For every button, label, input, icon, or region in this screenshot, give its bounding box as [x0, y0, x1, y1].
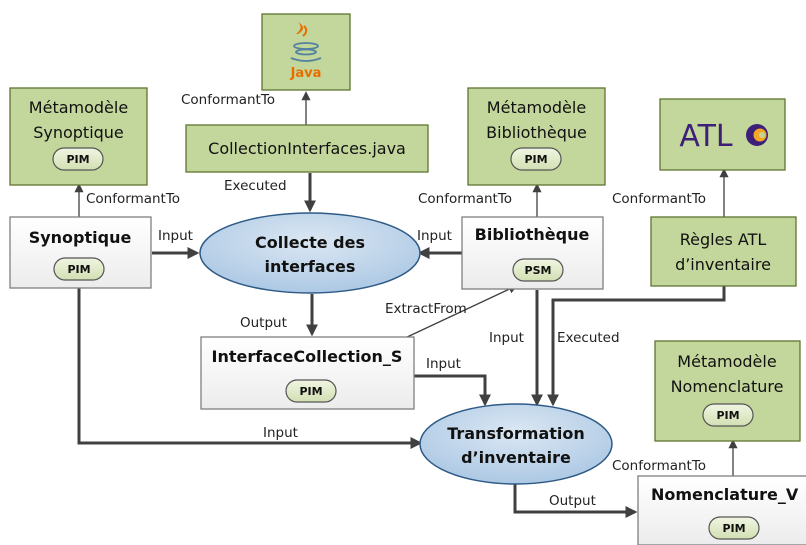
- pim-badge: [53, 257, 105, 281]
- connectors: [74, 91, 738, 518]
- svg-text:PSM: PSM: [525, 264, 552, 277]
- label-input-bibliotheque: Input: [417, 228, 452, 244]
- pim-badge: [52, 147, 104, 171]
- nomenclature-v-box: Nomenclature_V PIM: [637, 475, 806, 545]
- label-conformant-java: ConformantTo: [181, 92, 275, 108]
- pim-badge: [510, 147, 562, 171]
- metamodel-synoptique-box: Métamodèle Synoptique PIM: [9, 87, 148, 186]
- label-input-interface-transfo: Input: [426, 356, 461, 372]
- svg-text:d’inventaire: d’inventaire: [675, 255, 771, 274]
- regles-atl-box: Règles ATL d’inventaire: [650, 216, 797, 287]
- svg-text:CollectionInterfaces.java: CollectionInterfaces.java: [208, 139, 406, 158]
- svg-text:d’inventaire: d’inventaire: [461, 448, 571, 467]
- label-conformant-bibliotheque: ConformantTo: [418, 191, 512, 207]
- svg-text:Métamodèle: Métamodèle: [29, 98, 128, 117]
- metamodel-nomenclature-box: Métamodèle Nomenclature PIM: [654, 340, 801, 442]
- svg-text:Bibliothèque: Bibliothèque: [475, 225, 590, 244]
- edge-input-interface-transfo: [414, 374, 491, 407]
- label-output-collecte: Output: [240, 315, 287, 331]
- label-input-synoptique-transfo: Input: [263, 425, 298, 441]
- edge-executed-regles: [547, 286, 726, 407]
- edge-labels: ConformantTo ConformantTo Executed Confo…: [86, 92, 706, 509]
- java-logo-icon: Java: [290, 22, 322, 81]
- svg-text:interfaces: interfaces: [265, 257, 356, 276]
- interface-collection-box: InterfaceCollection_S PIM: [200, 336, 415, 410]
- java-box: Java: [261, 13, 351, 91]
- svg-text:Nomenclature_V: Nomenclature_V: [651, 485, 799, 504]
- process-transformation-inventaire: Transformation d’inventaire: [419, 403, 613, 485]
- edge-input-synoptique-transfo: [77, 288, 423, 449]
- label-conformant-nomenclature: ConformantTo: [612, 458, 706, 474]
- atl-box: ATL: [659, 98, 786, 171]
- svg-text:Transformation: Transformation: [447, 424, 585, 443]
- atl-logo-text: ATL: [679, 119, 733, 154]
- svg-text:InterfaceCollection_S: InterfaceCollection_S: [212, 347, 403, 366]
- pim-badge: [285, 379, 337, 403]
- label-conformant-synoptique: ConformantTo: [86, 191, 180, 207]
- label-input-biblio-transfo: Input: [489, 330, 524, 346]
- svg-text:Métamodèle: Métamodèle: [677, 352, 776, 371]
- label-conformant-atl: ConformantTo: [612, 191, 706, 207]
- process-collecte-interfaces: Collecte des interfaces: [199, 212, 421, 294]
- pim-badge: [702, 403, 754, 427]
- metamodel-bibliotheque-box: Métamodèle Bibliothèque PIM: [467, 87, 606, 186]
- psm-badge: [512, 258, 564, 282]
- label-input-synoptique: Input: [158, 228, 193, 244]
- svg-text:PIM: PIM: [524, 153, 547, 166]
- collection-interfaces-java-box: CollectionInterfaces.java: [185, 124, 429, 173]
- svg-text:Bibliothèque: Bibliothèque: [486, 123, 587, 142]
- svg-text:PIM: PIM: [299, 385, 322, 398]
- label-executed-regles: Executed: [557, 330, 620, 346]
- atl-logo-icon: [746, 124, 768, 146]
- svg-text:Java: Java: [290, 66, 322, 81]
- svg-text:Collecte des: Collecte des: [255, 233, 365, 252]
- edge-extract-from: [404, 284, 518, 339]
- svg-text:Synoptique: Synoptique: [29, 228, 132, 247]
- pim-badge: [708, 516, 760, 540]
- svg-text:PIM: PIM: [67, 263, 90, 276]
- bibliotheque-box: Bibliothèque PSM: [461, 216, 604, 290]
- label-executed-collection: Executed: [224, 178, 287, 194]
- label-extract-from: ExtractFrom: [385, 301, 467, 317]
- svg-text:PIM: PIM: [722, 522, 745, 535]
- svg-text:PIM: PIM: [716, 409, 739, 422]
- svg-text:Synoptique: Synoptique: [33, 123, 124, 142]
- synoptique-box: Synoptique PIM: [9, 216, 152, 289]
- svg-text:Nomenclature: Nomenclature: [671, 377, 784, 396]
- label-output-transfo: Output: [549, 493, 596, 509]
- svg-text:PIM: PIM: [66, 153, 89, 166]
- svg-text:Métamodèle: Métamodèle: [487, 98, 586, 117]
- svg-text:Règles ATL: Règles ATL: [680, 230, 767, 249]
- edge-output-transfo: [513, 484, 638, 518]
